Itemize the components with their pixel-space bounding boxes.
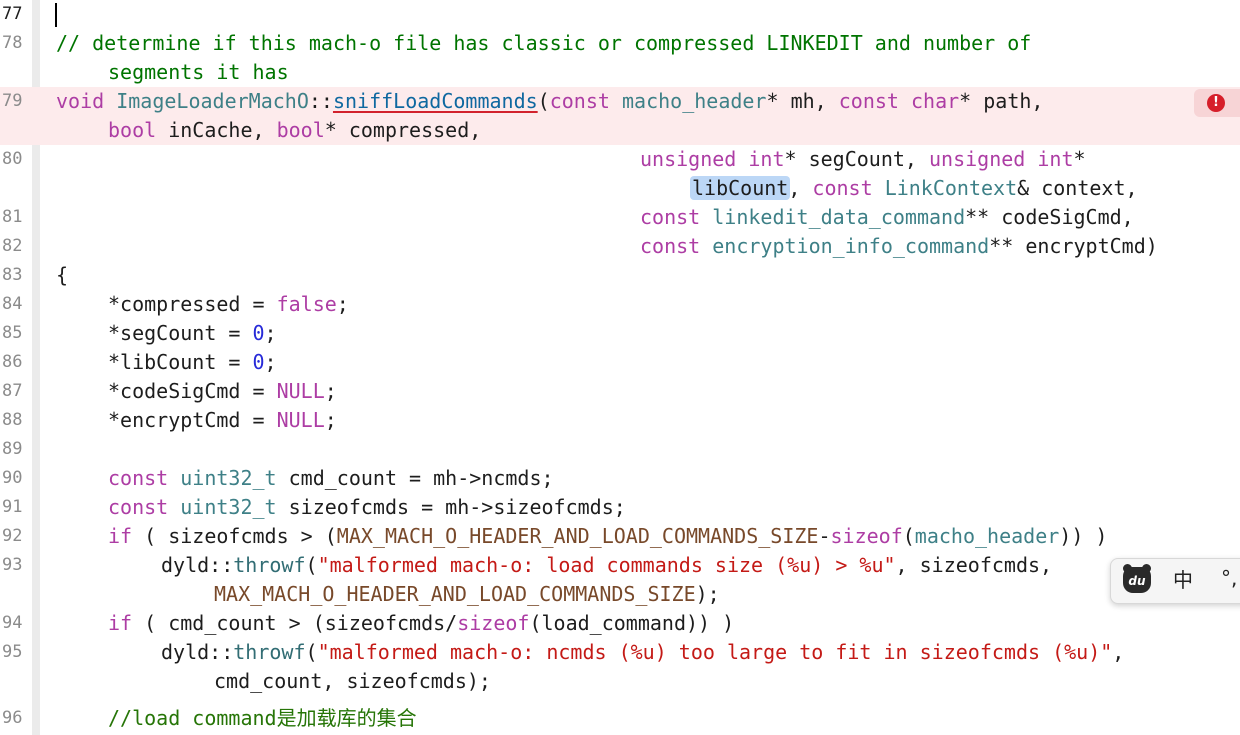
ime-language-toggle[interactable]: 中 bbox=[1173, 568, 1193, 592]
code-line[interactable]: 93 dyld::throwf("malformed mach-o: load … bbox=[0, 551, 1240, 580]
code-line[interactable]: 87 *codeSigCmd = NULL; bbox=[0, 377, 1240, 406]
code-line[interactable]: 96 //load command是加载库的集合 bbox=[0, 704, 1240, 733]
code-line[interactable]: 82 const encryption_info_command** encry… bbox=[0, 232, 1240, 261]
code-line[interactable]: 85 *segCount = 0; bbox=[0, 319, 1240, 348]
line-number: 86 bbox=[2, 352, 23, 372]
code-line[interactable]: 86 *libCount = 0; bbox=[0, 348, 1240, 377]
code-line-wrap[interactable]: cmd_count, sizeofcmds); bbox=[0, 667, 1240, 696]
line-number: 94 bbox=[2, 613, 23, 633]
comment-text: //load command是加载库的集合 bbox=[108, 706, 417, 730]
line-number: 87 bbox=[2, 381, 23, 401]
highlighted-symbol: libCount bbox=[690, 176, 791, 200]
ime-punctuation-toggle[interactable]: °, bbox=[1221, 566, 1238, 590]
code-line-wrap[interactable]: segments it has bbox=[0, 58, 1240, 87]
code-line[interactable]: 78 // determine if this mach-o file has … bbox=[0, 29, 1240, 58]
line-number: 81 bbox=[2, 207, 23, 227]
code-line[interactable]: 89 bbox=[0, 435, 1240, 464]
code-text-wrap: cmd_count, sizeofcmds); bbox=[214, 669, 491, 693]
code-text: *segCount = 0; bbox=[108, 321, 277, 345]
param-list: const encryption_info_command** encryptC… bbox=[640, 234, 1158, 258]
line-number: 95 bbox=[2, 642, 23, 662]
comment-text-wrap: segments it has bbox=[108, 60, 289, 84]
code-text: *compressed = false; bbox=[108, 292, 349, 316]
code-text: *libCount = 0; bbox=[108, 350, 277, 374]
param-list: unsigned int* segCount, unsigned int* bbox=[640, 147, 1086, 171]
gutter-strip bbox=[32, 0, 40, 735]
code-line-error-wrap[interactable]: bool inCache, bool* compressed, bbox=[0, 116, 1240, 145]
code-line[interactable]: 80 unsigned int* segCount, unsigned int* bbox=[0, 145, 1240, 174]
code-line[interactable]: 81 const linkedit_data_command** codeSig… bbox=[0, 203, 1240, 232]
line-number: 78 bbox=[2, 33, 23, 53]
line-number: 77 bbox=[2, 4, 23, 24]
code-line-error[interactable]: 79 void ImageLoaderMachO::sniffLoadComma… bbox=[0, 87, 1240, 116]
code-line[interactable]: 92 if ( sizeofcmds > (MAX_MACH_O_HEADER_… bbox=[0, 522, 1240, 551]
line-number: 88 bbox=[2, 410, 23, 430]
code-text: dyld::throwf("malformed mach-o: ncmds (%… bbox=[161, 640, 1125, 664]
code-line[interactable]: 94 if ( cmd_count > (sizeofcmds/sizeof(l… bbox=[0, 609, 1240, 638]
function-name: sniffLoadCommands bbox=[332, 89, 538, 113]
code-text: dyld::throwf("malformed mach-o: load com… bbox=[161, 553, 1053, 577]
line-number: 82 bbox=[2, 236, 23, 256]
code-text: *encryptCmd = NULL; bbox=[108, 408, 337, 432]
baidu-ime-logo-icon[interactable]: du bbox=[1123, 564, 1151, 593]
code-line[interactable]: 95 dyld::throwf("malformed mach-o: ncmds… bbox=[0, 638, 1240, 667]
line-number: 79 bbox=[2, 91, 23, 111]
code-text: { bbox=[56, 263, 69, 287]
line-number: 93 bbox=[2, 555, 23, 575]
line-number: 91 bbox=[2, 497, 23, 517]
code-text: const uint32_t cmd_count = mh->ncmds; bbox=[108, 466, 554, 490]
function-signature-wrap: bool inCache, bool* compressed, bbox=[108, 118, 482, 142]
error-badge[interactable]: ! bbox=[1194, 89, 1240, 117]
line-number: 96 bbox=[2, 708, 23, 728]
code-text: const uint32_t sizeofcmds = mh->sizeofcm… bbox=[108, 495, 626, 519]
line-number: 89 bbox=[2, 439, 23, 459]
function-signature: void ImageLoaderMachO::sniffLoadCommands… bbox=[56, 89, 1044, 113]
input-method-bar[interactable]: du 中 °, bbox=[1110, 558, 1240, 604]
code-line[interactable]: 83 { bbox=[0, 261, 1240, 290]
code-line[interactable]: 91 const uint32_t sizeofcmds = mh->sizeo… bbox=[0, 493, 1240, 522]
code-text: if ( sizeofcmds > (MAX_MACH_O_HEADER_AND… bbox=[108, 524, 1108, 548]
code-line-wrap[interactable]: libCount, const LinkContext& context, bbox=[0, 174, 1240, 203]
code-line[interactable]: 90 const uint32_t cmd_count = mh->ncmds; bbox=[0, 464, 1240, 493]
line-number: 84 bbox=[2, 294, 23, 314]
code-line[interactable]: 77 bbox=[0, 0, 1240, 29]
comment-text: // determine if this mach-o file has cla… bbox=[56, 31, 1032, 55]
error-icon[interactable]: ! bbox=[1207, 94, 1225, 112]
line-number: 92 bbox=[2, 526, 23, 546]
text-cursor bbox=[55, 3, 57, 27]
param-list: const linkedit_data_command** codeSigCmd… bbox=[640, 205, 1134, 229]
line-number: 80 bbox=[2, 149, 23, 169]
code-text-wrap: MAX_MACH_O_HEADER_AND_LOAD_COMMANDS_SIZE… bbox=[214, 582, 720, 606]
code-text: if ( cmd_count > (sizeofcmds/sizeof(load… bbox=[108, 611, 735, 635]
code-line[interactable]: 88 *encryptCmd = NULL; bbox=[0, 406, 1240, 435]
line-number: 85 bbox=[2, 323, 23, 343]
param-list-wrap: libCount, const LinkContext& context, bbox=[690, 176, 1138, 200]
line-number: 90 bbox=[2, 468, 23, 488]
code-line-wrap[interactable]: MAX_MACH_O_HEADER_AND_LOAD_COMMANDS_SIZE… bbox=[0, 580, 1240, 609]
code-text: *codeSigCmd = NULL; bbox=[108, 379, 337, 403]
line-number: 83 bbox=[2, 265, 23, 285]
code-line[interactable]: 84 *compressed = false; bbox=[0, 290, 1240, 319]
